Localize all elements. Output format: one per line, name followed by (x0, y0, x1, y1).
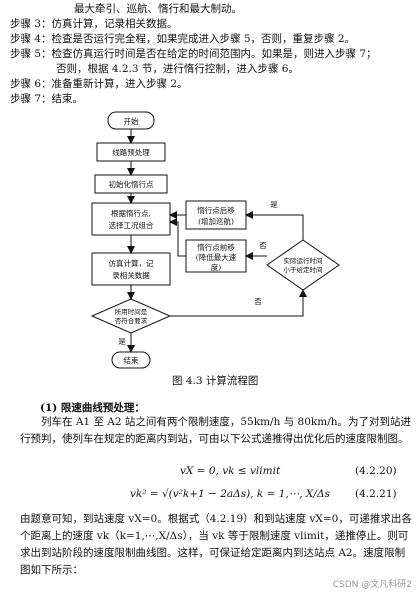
watermark: CSDN @文凡科研2 (332, 580, 412, 590)
start-label: 开始 (124, 116, 139, 126)
init-label: 初始化惰行点 (109, 179, 154, 189)
step3-text: 步骤 3：仿真计算，记录相关数据。 (10, 18, 178, 30)
coast-back-label-1: 惰行点后移 (197, 205, 235, 215)
coast-back-label-2: (增加巡航) (198, 216, 234, 226)
step6-text: 步骤 6：准备重新计算，进入步骤 2。 (10, 78, 188, 90)
step5-text: 步骤 5：检查仿真运行时间是否在给定的时间范围内。如果是，则进入步骤 7； (10, 48, 377, 60)
runtime-compare-label-1: 实际运行时间 (284, 256, 323, 265)
step5-cont-text: 否则，根据 4.2.3 节，进行惰行控制，进入步骤 6。 (56, 63, 299, 75)
coast-forward-box (185, 239, 247, 273)
section-title: (1) 限速曲线预处理： (40, 402, 145, 414)
time-check-diamond (90, 298, 172, 334)
figure-caption: 图 4.3 计算流程图 (172, 375, 259, 387)
runtime-compare-diamond (266, 239, 340, 291)
step7-text: 步骤 7：结束。 (10, 93, 84, 105)
step4-text: 步骤 4：检查是否运行完全程，如果完成进入步骤 5，否则，重复步骤 2。 (10, 33, 356, 45)
yes-label-top: 是 (270, 200, 278, 209)
equation-number-2: (4.2.21) (355, 488, 397, 500)
time-check-label-2: 否符合要求 (115, 316, 148, 325)
no-label-mid: 否 (254, 297, 262, 306)
select-label-1: 根据惰行点, (111, 208, 151, 218)
coast-forward-label-2: (降低最大速 (196, 252, 237, 262)
paragraph-2: 由题意可知，到站速度 vX=0。根据式（4.2.19）和到站速度 vX=0，可递… (20, 513, 412, 576)
equation-4-2-21: vk² = √(v²k+1 − 2aΔs), k = 1,⋯, X/Δs (130, 488, 330, 500)
simulate-label-1: 仿真计算，记 (109, 258, 154, 268)
time-check-label-1: 所用时间是 (115, 307, 148, 316)
coast-back-box (185, 200, 247, 230)
yes-label-left: 是 (118, 337, 126, 346)
end-label: 结束 (124, 355, 139, 365)
flowchart: 开始 线路预处理 初始化惰行点 根据惰行点, 选择工况组合 仿真计算，记 录相关… (90, 111, 340, 369)
simulate-box (91, 252, 171, 286)
simulate-label-2: 录相关数据 (112, 270, 150, 280)
text-line-0: 最大牵引、巡航、惰行和最大制动。 (74, 3, 242, 15)
select-box (91, 202, 171, 236)
paragraph-1: 列车在 A1 至 A2 站之间有两个限制速度，55km/h 与 80km/h。为… (20, 416, 412, 445)
preprocess-label: 线路预处理 (112, 147, 150, 157)
equation-number-1: (4.2.20) (355, 465, 397, 477)
runtime-compare-label-2: 小于给定时间 (284, 265, 323, 274)
select-label-2: 选择工况组合 (109, 220, 154, 230)
no-label-right: 否 (259, 241, 267, 250)
coast-forward-label-1: 惰行点前移 (197, 242, 235, 252)
equation-4-2-20: vX = 0, vk ≤ vlimit (180, 465, 281, 477)
coast-forward-label-3: 度) (211, 262, 221, 272)
